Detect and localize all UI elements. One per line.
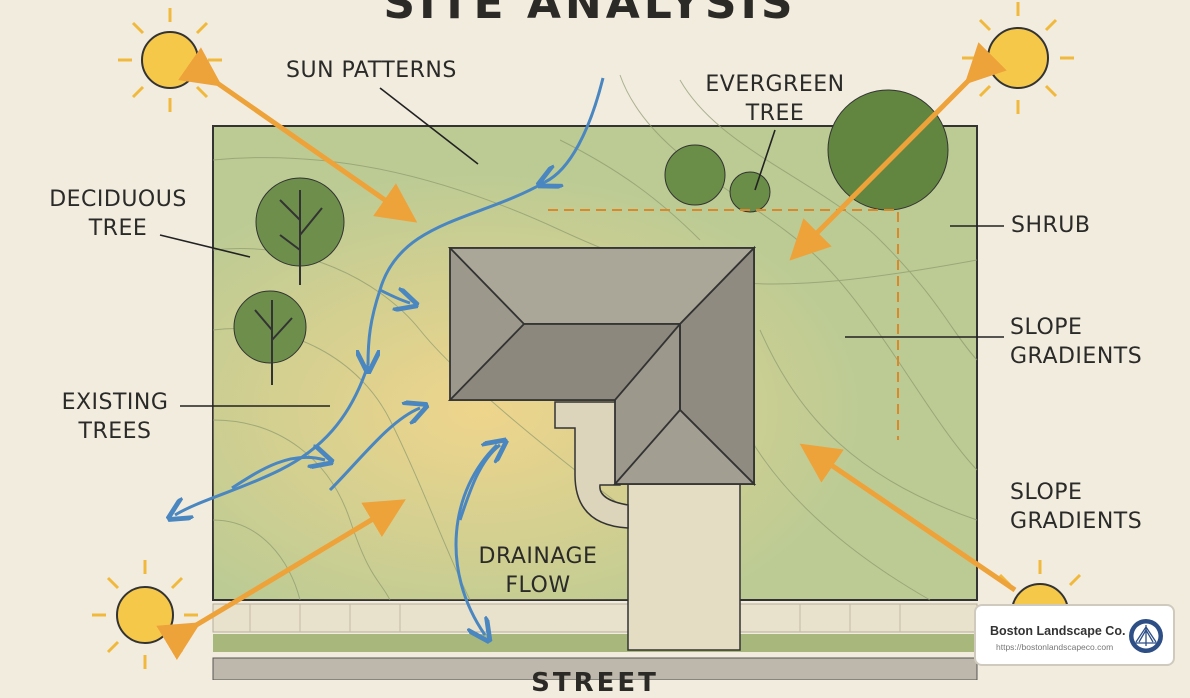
label-line: EXISTING: [61, 390, 169, 415]
street: [212, 657, 978, 680]
street-label: STREET: [531, 668, 659, 698]
label-shrub: SHRUB: [1011, 213, 1091, 238]
label-line: SLOPE: [1010, 480, 1083, 505]
house-roof: [447, 245, 757, 487]
driveway: [627, 479, 741, 651]
label-evergreen-tree: EVERGREEN TREE: [700, 70, 850, 128]
label-line: DECIDUOUS: [49, 187, 187, 212]
label-line: FLOW: [505, 573, 571, 598]
brand-badge[interactable]: Boston Landscape Co. https://bostonlands…: [974, 604, 1175, 666]
label-line: GRADIENTS: [1010, 344, 1143, 369]
label-drainage-flow: DRAINAGE FLOW: [470, 542, 606, 600]
label-slope-gradients-2: SLOPE GRADIENTS: [1010, 478, 1142, 536]
sidewalk: [212, 603, 978, 633]
label-sun-patterns: SUN PATTERNS: [286, 58, 457, 83]
page-title: SITE ANALYSIS: [383, 0, 797, 29]
label-line: GRADIENTS: [1010, 509, 1143, 534]
brand-name: Boston Landscape Co.: [990, 624, 1126, 638]
walkway: [554, 401, 629, 529]
site-plan-illustration: [92, 2, 1082, 680]
label-line: TREE: [88, 216, 148, 241]
label-existing-trees: EXISTING TREES: [55, 388, 175, 446]
label-line: EVERGREEN: [705, 72, 845, 97]
leader-lines: [159, 87, 1004, 407]
sun-pattern-arrows: [156, 42, 1017, 661]
label-line: TREES: [78, 419, 152, 444]
setback-line: [548, 209, 899, 440]
drainage-arrows: [175, 77, 605, 635]
bridge-logo-icon: [1129, 619, 1163, 653]
label-slope-gradients: SLOPE GRADIENTS: [1010, 313, 1142, 371]
label-deciduous-tree: DECIDUOUS TREE: [40, 185, 196, 243]
brand-url[interactable]: https://bostonlandscapeco.com: [996, 642, 1114, 652]
label-line: SLOPE: [1010, 315, 1083, 340]
label-line: TREE: [745, 101, 805, 126]
label-line: DRAINAGE: [478, 544, 598, 569]
